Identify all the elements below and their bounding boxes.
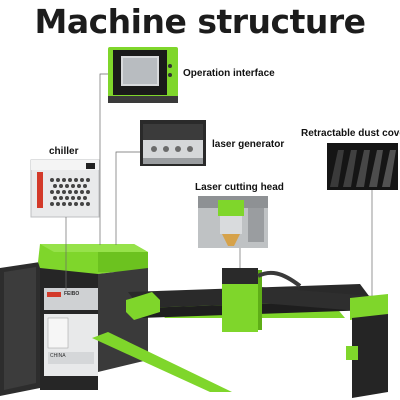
chiller-photo [30,159,100,218]
label-retractable-dust-cover: Retractable dust cover [301,128,400,139]
cutting-head-photo [198,196,268,248]
leader-lines [65,73,373,296]
cabinet-brand-text: FEIBO [64,291,80,297]
leader-laser-generator [115,151,140,245]
laser-generator-photo [140,120,206,166]
dust-cover-photo [327,143,398,190]
label-laser-cutting-head: Laser cutting head [195,182,284,193]
label-laser-generator: laser generator [212,139,285,150]
label-operation-interface: Operation interface [183,68,275,79]
cabinet-plate-text: CHINA [50,353,66,359]
page-title: Machine structure [34,2,366,41]
leader-operation-interface [99,73,108,245]
label-chiller: chiller [49,146,79,157]
operation-interface-photo [108,47,178,103]
cutting-machine [0,244,388,398]
